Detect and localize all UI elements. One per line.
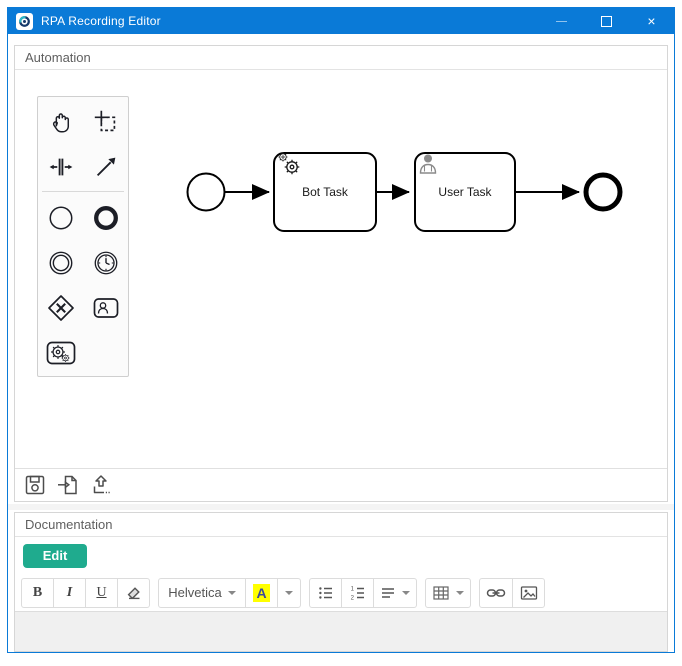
save-button[interactable] — [22, 472, 48, 498]
bold-button[interactable]: B — [21, 577, 54, 608]
table-icon — [433, 585, 449, 600]
chevron-down-icon — [285, 590, 293, 595]
close-icon: × — [647, 13, 656, 29]
minimize-icon — [556, 20, 567, 22]
font-family-dropdown[interactable]: Helvetica — [158, 577, 246, 608]
user-task-icon[interactable] — [83, 285, 128, 330]
import-icon — [58, 475, 77, 495]
unordered-list-icon — [318, 586, 332, 599]
user-task-node[interactable]: User Task — [414, 152, 516, 232]
paragraph-group: 1 2 — [309, 577, 417, 608]
svg-text:1: 1 — [350, 586, 354, 592]
export-icon — [93, 475, 110, 494]
window-controls: × — [539, 8, 674, 34]
paragraph-align-dropdown[interactable] — [373, 577, 417, 608]
user-task-label: User Task — [438, 185, 492, 199]
font-group: Helvetica A — [158, 577, 301, 608]
link-button[interactable] — [479, 577, 513, 608]
save-icon — [25, 475, 45, 495]
bot-task-label: Bot Task — [302, 185, 349, 199]
picture-button[interactable] — [512, 577, 545, 608]
person-icon — [419, 154, 437, 174]
chevron-down-icon — [402, 590, 410, 595]
gateway-icon[interactable] — [38, 285, 83, 330]
underline-button[interactable]: U — [85, 577, 118, 608]
ordered-list-button[interactable]: 1 2 — [341, 577, 374, 608]
export-button[interactable] — [88, 472, 114, 498]
import-button[interactable] — [55, 472, 81, 498]
style-group: B I U — [21, 577, 150, 608]
minimize-button[interactable] — [539, 8, 584, 34]
picture-icon — [520, 585, 537, 600]
timer-event-icon[interactable] — [83, 240, 128, 285]
bot-task-icon[interactable] — [38, 330, 83, 375]
font-color-dropdown[interactable] — [277, 577, 301, 608]
bpmn-canvas[interactable]: Bot Task User Task — [15, 70, 667, 471]
start-event-icon[interactable] — [38, 195, 83, 240]
rpa-recording-editor-window: RPA Recording Editor × Automation — [7, 7, 675, 653]
unordered-list-button[interactable] — [309, 577, 342, 608]
bot-task-node[interactable]: Bot Task — [273, 152, 377, 232]
maximize-icon — [601, 15, 612, 27]
automation-panel-title: Automation — [15, 46, 667, 70]
font-color-button[interactable]: A — [245, 577, 278, 608]
global-connect-icon[interactable] — [83, 144, 128, 189]
rich-text-toolbar: B I U Helvetica — [15, 574, 667, 611]
italic-button[interactable]: I — [53, 577, 86, 608]
bpmn-palette — [37, 96, 129, 377]
start-event-node[interactable] — [186, 172, 226, 212]
palette-separator — [42, 191, 124, 192]
end-event-icon[interactable] — [83, 195, 128, 240]
hand-tool-icon[interactable] — [38, 99, 83, 144]
chevron-down-icon — [456, 590, 464, 595]
clear-format-button[interactable] — [117, 577, 150, 608]
eraser-icon — [127, 586, 140, 599]
automation-footer-toolbar — [15, 468, 667, 501]
space-tool-icon[interactable] — [38, 144, 83, 189]
chevron-down-icon — [227, 590, 236, 595]
insert-group — [479, 577, 545, 608]
svg-text:2: 2 — [350, 595, 354, 601]
end-event-node[interactable] — [583, 172, 623, 212]
automation-panel: Automation Bot Task — [14, 45, 668, 502]
maximize-button[interactable] — [584, 8, 629, 34]
close-button[interactable]: × — [629, 8, 674, 34]
documentation-content[interactable] — [15, 611, 667, 651]
lasso-tool-icon[interactable] — [83, 99, 128, 144]
documentation-edit-row: Edit — [15, 537, 667, 574]
ordered-list-icon: 1 2 — [350, 586, 364, 601]
documentation-panel-title: Documentation — [15, 513, 667, 537]
edit-button[interactable]: Edit — [23, 543, 87, 568]
window-title: RPA Recording Editor — [41, 14, 161, 28]
panel-gap — [8, 504, 674, 510]
link-icon — [486, 588, 506, 597]
documentation-panel: Documentation Edit B I U — [14, 512, 668, 652]
table-group — [425, 577, 471, 608]
rpa-app-logo-icon — [16, 12, 33, 30]
titlebar: RPA Recording Editor × — [8, 8, 674, 34]
table-dropdown[interactable] — [425, 577, 471, 608]
intermediate-event-icon[interactable] — [38, 240, 83, 285]
paragraph-align-icon — [382, 587, 394, 598]
